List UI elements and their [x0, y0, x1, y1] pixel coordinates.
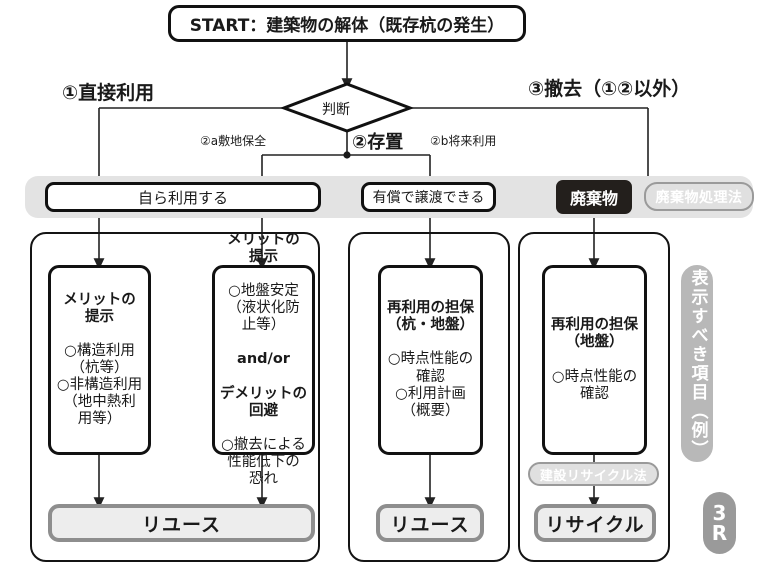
column-panel-removal	[518, 232, 670, 562]
detail-box-reuse-guarantee-ground-heading: 再利用の担保 （地盤）	[551, 317, 638, 351]
status-box-paid-transfer-label: 有償で譲渡できる	[372, 190, 485, 206]
result-pill-recycle: リサイクル	[534, 504, 656, 542]
result-pill-recycle-label: リサイクル	[545, 513, 645, 536]
detail-box-reuse-guarantee-ground: 再利用の担保 （地盤） ○時点性能の 確認	[542, 265, 647, 455]
branch-label-center: ②存置	[352, 132, 404, 153]
side-badge-display-items: 表示すべき項目（例）	[678, 262, 716, 465]
column-panel-storage	[348, 232, 510, 562]
detail-box-merit-ground: メリットの 提示 ○地盤安定 （液状化防 止等） and/or デメリットの 回…	[212, 232, 315, 487]
branch-label-sub-b: ②b将来利用	[430, 134, 497, 148]
detail-box-merit-structure-heading: メリットの 提示	[63, 291, 136, 325]
detail-box-reuse-guarantee-pile-ground-body: ○時点性能の 確認 ○利用計画 （概要）	[387, 351, 474, 419]
status-box-self-use: 自ら利用する	[45, 182, 321, 212]
detail-box-reuse-guarantee-ground-body: ○時点性能の 確認	[551, 368, 638, 402]
branch-label-sub-a: ②a敷地保全	[200, 134, 267, 148]
decision-label: 判断	[322, 102, 350, 118]
side-badge-display-items-label: 表示すべき項目（例）	[687, 268, 708, 459]
status-box-paid-transfer: 有償で譲渡できる	[361, 182, 496, 212]
detail-box-demerit-heading: デメリットの 回避	[220, 385, 307, 419]
law-badge-construction-recycling: 建設リサイクル法	[528, 462, 659, 486]
detail-box-merit-ground-heading: メリットの 提示	[227, 231, 300, 265]
status-box-waste: 廃棄物	[556, 180, 632, 214]
law-badge-waste-disposal-label: 廃棄物処理法	[655, 189, 743, 206]
detail-box-reuse-guarantee-pile-ground-heading: 再利用の担保 （杭・地盤）	[387, 300, 474, 334]
detail-box-merit-ground-body: ○地盤安定 （液状化防 止等）	[227, 283, 300, 334]
junction-dot	[343, 151, 351, 159]
status-box-waste-label: 廃棄物	[569, 189, 618, 208]
badge-3r-line1: 3	[712, 501, 727, 525]
start-box: START：建築物の解体（既存杭の発生）	[168, 5, 526, 42]
detail-box-merit-structure: メリットの 提示 ○構造利用 （杭等） ○非構造利用 （地中熱利 用等）	[48, 265, 151, 455]
law-badge-waste-disposal: 廃棄物処理法	[644, 182, 754, 211]
law-badge-construction-recycling-label: 建設リサイクル法	[539, 468, 648, 484]
detail-box-demerit-body: ○撤去による 性能低下の 恐れ	[221, 437, 306, 488]
badge-3r-line2: R	[711, 521, 728, 545]
branch-label-left: ①直接利用	[62, 82, 155, 104]
badge-3r: 3 R	[703, 492, 736, 554]
result-pill-reuse-direct-label: リユース	[141, 513, 222, 536]
status-box-self-use-label: 自ら利用する	[137, 188, 228, 207]
detail-box-merit-structure-body: ○構造利用 （杭等） ○非構造利用 （地中熱利 用等）	[56, 342, 143, 428]
detail-box-merit-ground-mid: and/or	[237, 351, 290, 368]
result-pill-reuse-direct: リユース	[48, 504, 315, 542]
detail-box-reuse-guarantee-pile-ground: 再利用の担保 （杭・地盤） ○時点性能の 確認 ○利用計画 （概要）	[378, 265, 483, 455]
column-panel-direct-use	[30, 232, 320, 562]
result-pill-reuse-storage: リユース	[376, 504, 484, 542]
result-pill-reuse-storage-label: リユース	[390, 513, 470, 536]
branch-label-right: ③撤去（①②以外）	[528, 78, 691, 100]
start-box-label: START：建築物の解体（既存杭の発生）	[189, 16, 505, 36]
